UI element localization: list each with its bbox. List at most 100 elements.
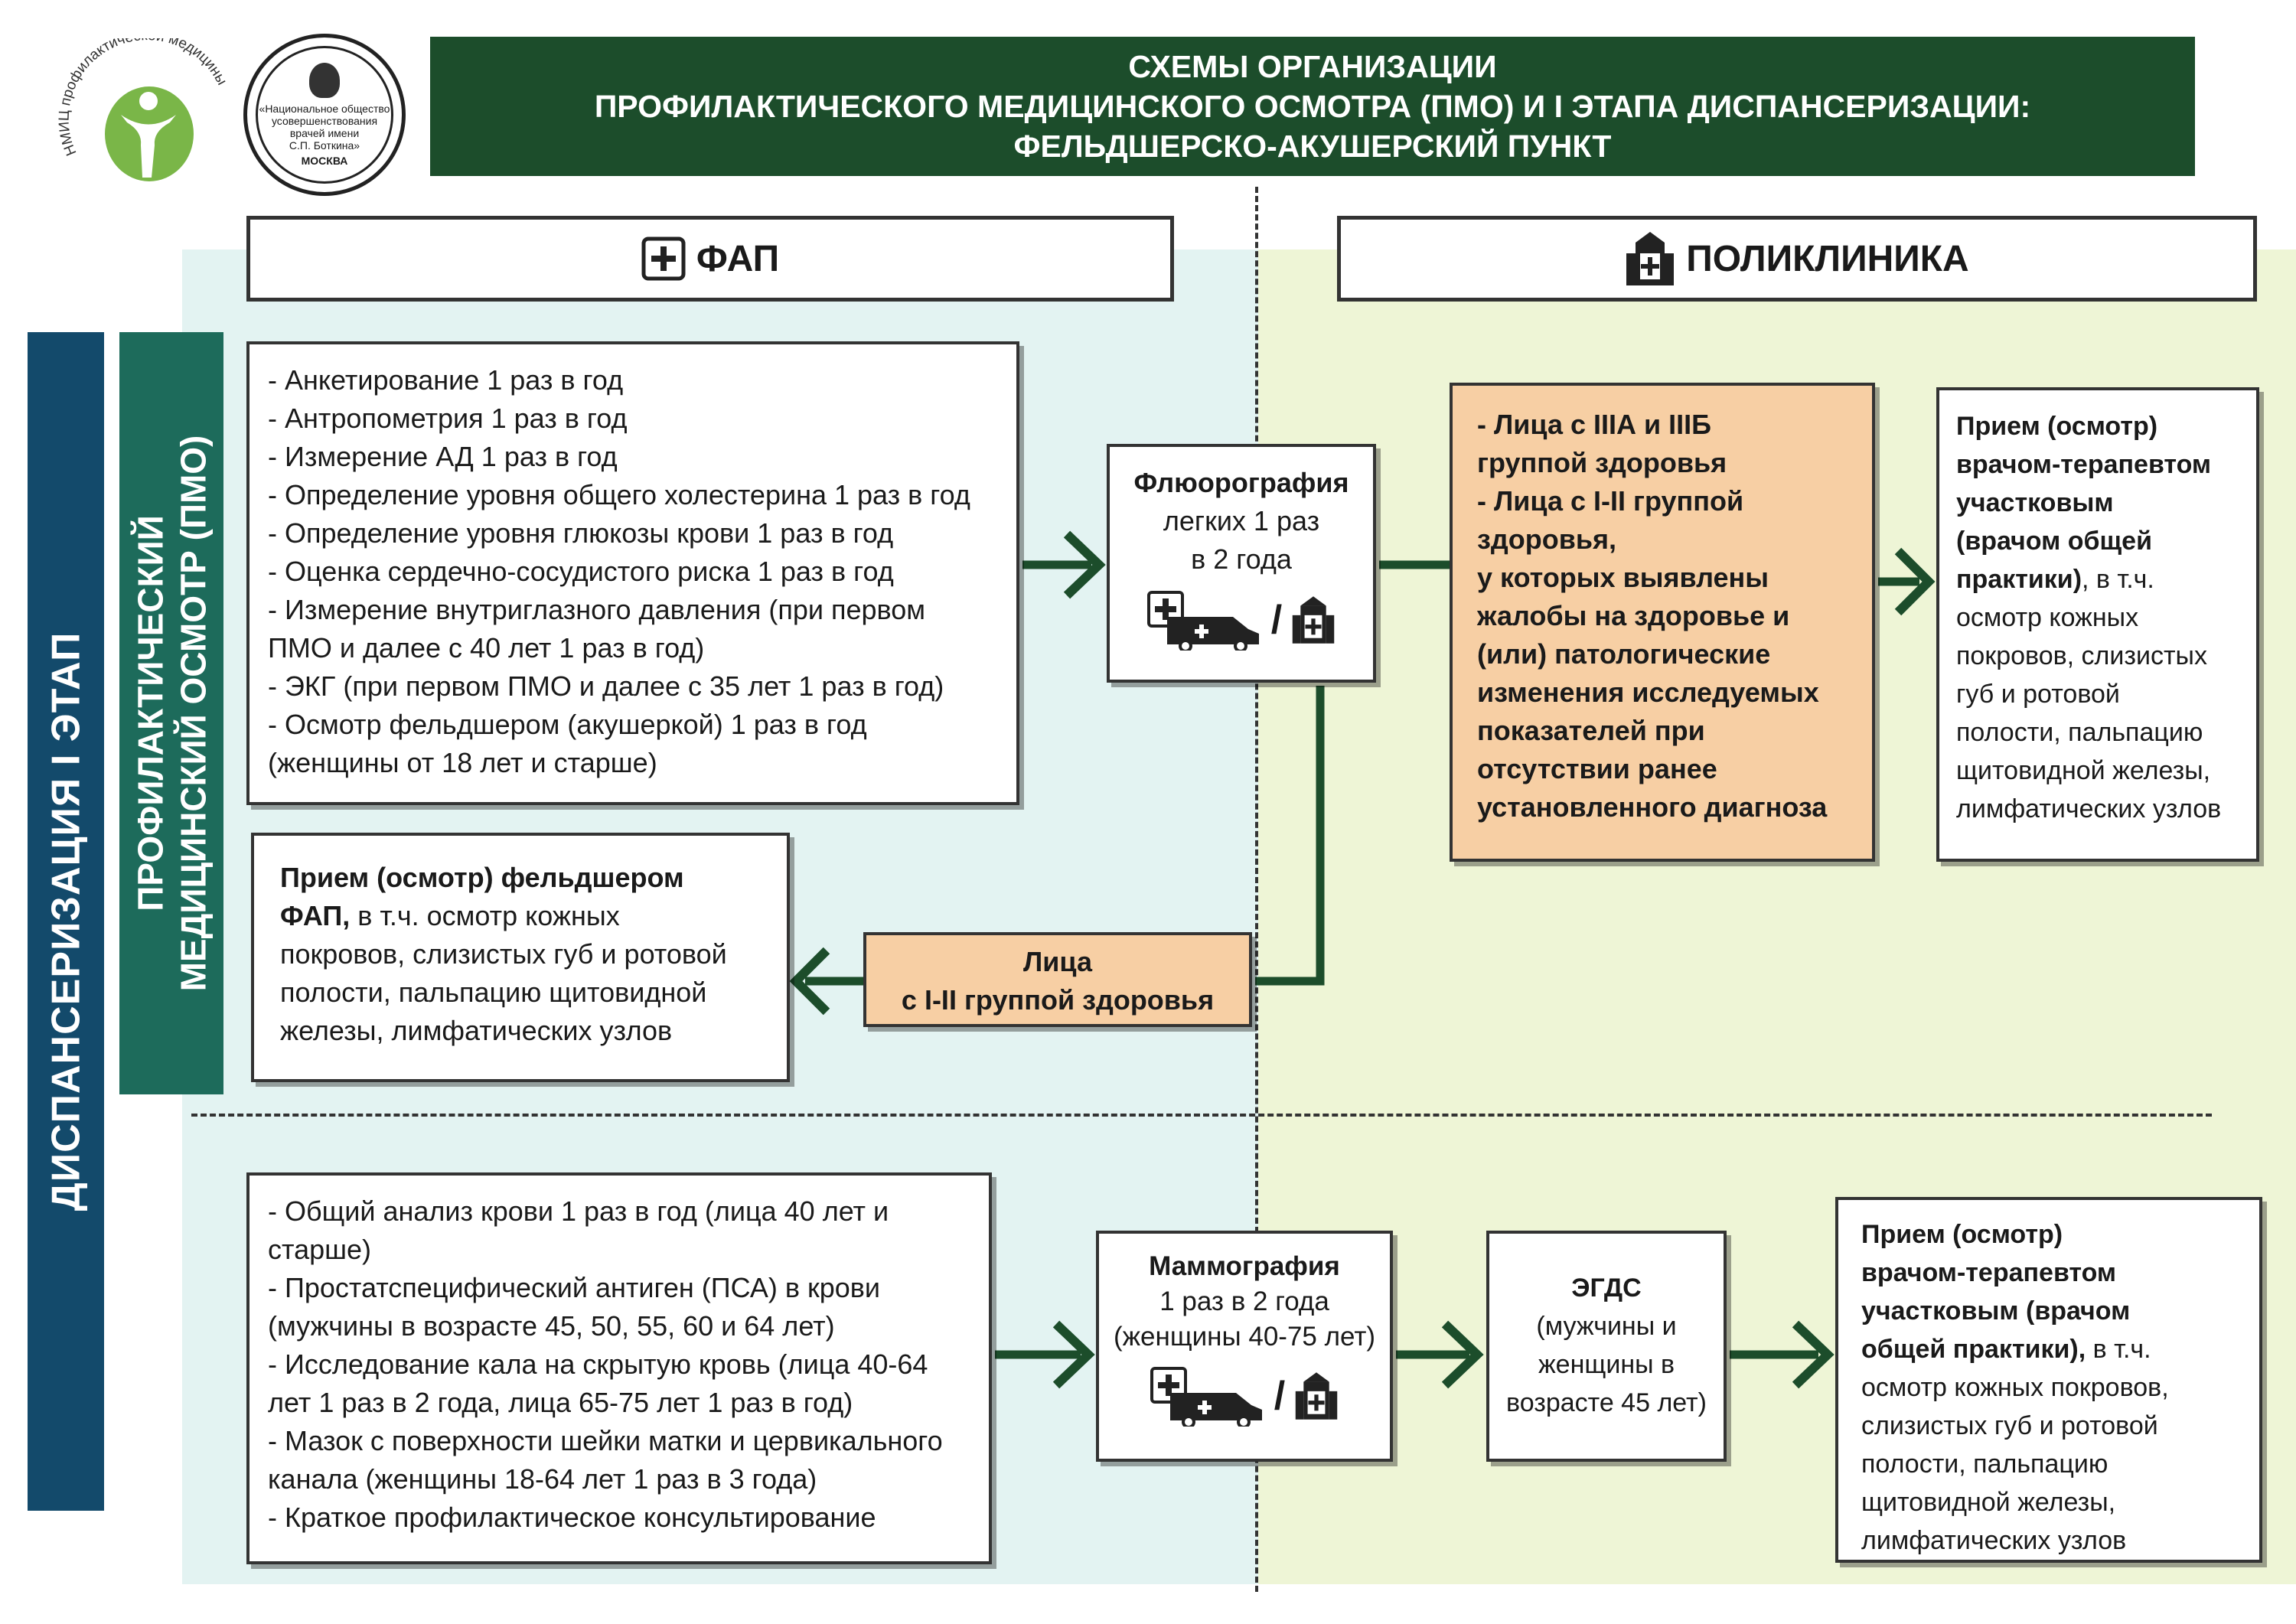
therapist-line: участковым (врачом <box>1861 1292 2236 1330</box>
egds-line-1: (мужчины и <box>1536 1312 1677 1341</box>
therapist-text-line: щитовидной железы, <box>1861 1488 2116 1517</box>
mammography-line-1: 1 раз в 2 года <box>1159 1286 1329 1316</box>
therapist-line: Прием (осмотр) <box>1956 407 2239 445</box>
therapist-line: практики), в т.ч. <box>1956 560 2239 598</box>
egds-box: ЭГДС (мужчины и женщины в возрасте 45 ле… <box>1486 1231 1727 1462</box>
page-title: СХЕМЫ ОРГАНИЗАЦИИ ПРОФИЛАКТИЧЕСКОГО МЕДИ… <box>430 37 2195 176</box>
therapist-title-line: (врачом общей <box>1956 527 2152 556</box>
therapist-title-line: Прием (осмотр) <box>1861 1220 2063 1249</box>
dispensary-list-item: канала (женщины 18-64 лет 1 раз в 3 года… <box>268 1463 817 1495</box>
pmo-list-item: - Анкетирование 1 раз в год <box>268 364 624 396</box>
risk-group-line: - Лица с I-II группой <box>1477 485 1744 517</box>
egds-title: ЭГДС <box>1571 1273 1642 1303</box>
fap-exam-text-1: в т.ч. осмотр кожных <box>350 900 620 931</box>
dispensary-list-item: лет 1 раз в 2 года, лица 65-75 лет 1 раз… <box>268 1387 853 1418</box>
title-line-1: СХЕМЫ ОРГАНИЗАЦИИ <box>1128 49 1497 84</box>
therapist-text-inline: , в т.ч. <box>2082 565 2154 594</box>
fap-exam-title: Прием (осмотр) фельдшером <box>280 862 684 893</box>
risk-group-line: (или) патологические <box>1477 638 1771 670</box>
dispensary-list-item: - Простатспецифический антиген (ПСА) в к… <box>268 1272 880 1303</box>
hospital-building-icon <box>1295 1372 1338 1420</box>
vertical-divider <box>1255 187 1258 1592</box>
therapist-text-inline: в т.ч. <box>2086 1335 2151 1364</box>
dispensary-list-item: старше) <box>268 1234 372 1265</box>
therapist-title-line: практики) <box>1956 565 2082 594</box>
botkin-society-seal: «Национальное общество усовершенствовани… <box>243 34 406 196</box>
portrait-icon <box>309 63 340 98</box>
pmo-list-item: ПМО и далее с 40 лет 1 раз в год) <box>268 632 705 664</box>
fap-exam-text-4: железы, лимфатических узлов <box>280 1015 673 1046</box>
seal-text-3: врачей имени <box>289 127 360 139</box>
therapist-exam-box-2: Прием (осмотр) врачом-терапевтом участковы… <box>1835 1197 2262 1563</box>
risk-group-line: показателей при <box>1477 715 1705 746</box>
dispensary-list-item: - Исследование кала на скрытую кровь (ли… <box>268 1348 928 1380</box>
mammography-title: Маммография <box>1149 1251 1340 1281</box>
seal-text-4: С.П. Боткина» <box>289 139 360 152</box>
fluorography-line-1: легких 1 раз <box>1163 505 1320 536</box>
seal-text-2: усовершенствования <box>271 115 378 127</box>
therapist-text-line: губ и ротовой <box>1956 680 2120 709</box>
therapist-title-line: общей практики), <box>1861 1335 2086 1364</box>
title-line-2: ПРОФИЛАКТИЧЕСКОГО МЕДИЦИНСКОГО ОСМОТРА (… <box>594 89 2031 124</box>
dispensary-stage-bar: ДИСПАНСЕРИЗАЦИЯ I ЭТАП <box>28 332 104 1511</box>
fap-column-title: ФАП <box>696 238 780 279</box>
dispensary-procedures-box: - Общий анализ крови 1 раз в год (лица 4… <box>246 1172 992 1564</box>
slash-separator: / <box>1274 1374 1286 1418</box>
pmo-list-item: - Измерение АД 1 раз в год <box>268 441 618 472</box>
pmo-list-item: - Оценка сердечно-сосудистого риска 1 ра… <box>268 556 894 587</box>
risk-group-line: установленного диагноза <box>1477 791 1828 823</box>
risk-group-line: отсутствии ранее <box>1477 753 1717 784</box>
polyclinic-column-title: ПОЛИКЛИНИКА <box>1686 238 1969 279</box>
fap-exam-box: Прием (осмотр) фельдшером ФАП, в т.ч. ос… <box>251 833 790 1082</box>
therapist-line: (врачом общей <box>1956 522 2239 560</box>
dispensary-list-item: - Общий анализ крови 1 раз в год (лица 4… <box>268 1195 889 1227</box>
first-aid-plus-icon <box>641 236 686 281</box>
connector-fluoro-to-persons <box>1255 686 1325 986</box>
dispensary-list-item: (мужчины в возрасте 45, 50, 55, 60 и 64 … <box>268 1310 835 1342</box>
therapist-line: общей практики), в т.ч. <box>1861 1330 2236 1368</box>
mammography-box: Маммография 1 раз в 2 года (женщины 40-7… <box>1096 1231 1393 1462</box>
pmo-bar: ПРОФИЛАКТИЧЕСКИЙ МЕДИЦИНСКИЙ ОСМОТР (ПМО… <box>119 332 223 1094</box>
pmo-list-item: (женщины от 18 лет и старше) <box>268 747 657 778</box>
dispensary-list-item: - Краткое профилактическое консультирова… <box>268 1502 876 1533</box>
therapist-title-line: участковым (врачом <box>1861 1296 2131 1326</box>
ambulance-van-icon <box>1146 591 1259 651</box>
egds-line-3: возрасте 45 лет) <box>1506 1388 1707 1417</box>
pmo-list-item: - Измерение внутриглазного давления (при… <box>268 594 926 625</box>
pmo-procedures-box: - Анкетирование 1 раз в год- Антропометр… <box>246 341 1019 805</box>
slash-separator: / <box>1270 598 1283 642</box>
fluorography-icons: / <box>1110 589 1373 651</box>
therapist-line: участковым <box>1956 484 2239 522</box>
therapist-text-line: осмотр кожных <box>1956 603 2139 632</box>
therapist-text-line: лимфатических узлов <box>1956 794 2222 823</box>
risk-group-line: здоровья, <box>1477 523 1616 555</box>
risk-group-line: изменения исследуемых <box>1477 677 1819 708</box>
fluorography-line-2: в 2 года <box>1191 543 1292 575</box>
nmic-logo: НМИЦ профилактической медицины <box>54 28 245 191</box>
arrowhead-2 <box>1894 547 1936 616</box>
pmo-list-item: - Осмотр фельдшером (акушеркой) 1 раз в … <box>268 709 867 740</box>
hospital-building-icon <box>1626 232 1675 285</box>
therapist-text-line: осмотр кожных покровов, <box>1861 1373 2169 1402</box>
pmo-list-item: - Определение уровня глюкозы крови 1 раз… <box>268 517 894 549</box>
fap-column-header: ФАП <box>246 216 1174 302</box>
arrowhead-4 <box>1052 1320 1095 1389</box>
seal-city: МОСКВА <box>301 155 348 167</box>
seal-text-1: «Национальное общество <box>259 103 390 115</box>
fap-exam-title-2: ФАП, <box>280 900 351 931</box>
arrowhead-1 <box>1063 530 1106 599</box>
fap-exam-text-3: полости, пальпацию щитовидной <box>280 977 707 1008</box>
therapist-line: врачом-терапевтом <box>1861 1254 2236 1292</box>
health-group-line-1: Лица <box>1023 946 1092 977</box>
title-line-3: ФЕЛЬДШЕРСКО-АКУШЕРСКИЙ ПУНКТ <box>1013 129 1612 164</box>
fluorography-title: Флюорография <box>1133 467 1349 498</box>
pmo-list-item: - Определение уровня общего холестерина … <box>268 479 970 510</box>
therapist-text-line: покровов, слизистых <box>1956 641 2207 670</box>
arrowhead-6 <box>1792 1320 1835 1389</box>
therapist-title-line: врачом-терапевтом <box>1861 1258 2117 1287</box>
therapist-text-line: полости, пальпацию <box>1956 718 2203 747</box>
fap-exam-text-2: покровов, слизистых губ и ротовой <box>280 938 727 970</box>
arrowhead-3 <box>789 947 830 1016</box>
polyclinic-column-header: ПОЛИКЛИНИКА <box>1337 216 2257 302</box>
